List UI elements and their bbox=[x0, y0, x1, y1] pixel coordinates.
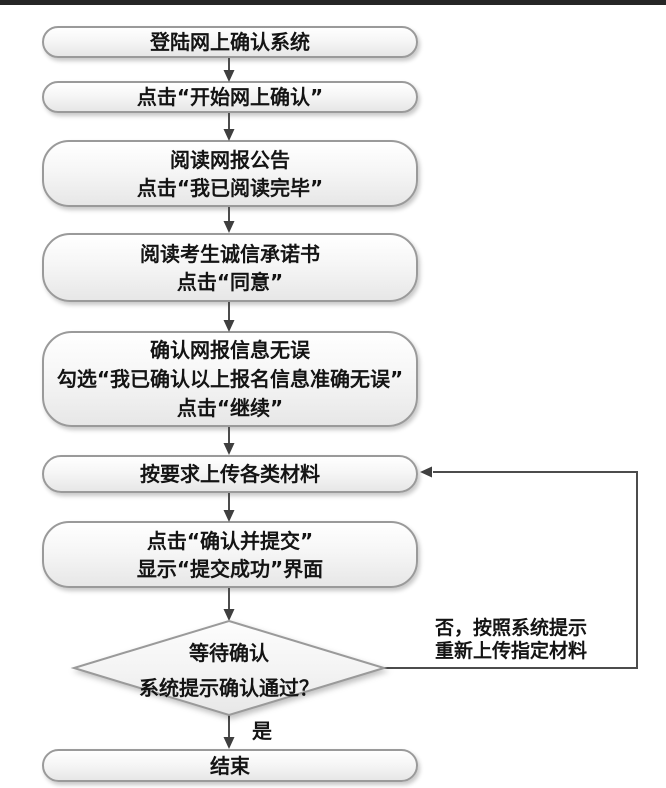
step-line: 显示“提交成功”界面 bbox=[136, 556, 324, 581]
step-line: 点击“开始网上确认” bbox=[136, 85, 324, 109]
arrowhead-down-icon bbox=[223, 221, 235, 233]
step-submit-node: 点击“确认并提交” 显示“提交成功”界面 bbox=[42, 521, 418, 588]
step-line: 阅读网报公告 bbox=[170, 147, 290, 172]
step-line: 确认网报信息无误 bbox=[150, 337, 310, 362]
end-label: 结束 bbox=[210, 753, 250, 778]
no-edge-label-line: 否，按照系统提示 bbox=[435, 617, 588, 639]
step-line: 勾选“我已确认以上报名信息准确无误” bbox=[56, 366, 404, 391]
step-start-confirm-node: 点击“开始网上确认” bbox=[42, 81, 418, 113]
step-line: 点击“我已阅读完毕” bbox=[136, 175, 324, 200]
step-line: 按要求上传各类材料 bbox=[140, 462, 320, 486]
step-upload-materials-node: 按要求上传各类材料 bbox=[42, 455, 418, 493]
decision-line: 系统提示确认通过？ bbox=[139, 676, 319, 700]
step-confirm-info-node: 确认网报信息无误 勾选“我已确认以上报名信息准确无误” 点击“继续” bbox=[42, 331, 418, 427]
step-login-node: 登陆网上确认系统 bbox=[42, 26, 418, 58]
arrowhead-down-icon bbox=[223, 737, 235, 749]
no-edge-label: 否，按照系统提示 重新上传指定材料 bbox=[435, 617, 587, 663]
step-read-notice-node: 阅读网报公告 点击“我已阅读完毕” bbox=[42, 140, 418, 207]
arrowhead-down-icon bbox=[223, 443, 235, 455]
step-integrity-pledge-node: 阅读考生诚信承诺书 点击“同意” bbox=[42, 233, 418, 302]
decision-line: 等待确认 bbox=[189, 641, 269, 665]
arrowhead-left-icon bbox=[420, 466, 432, 478]
step-line: 登陆网上确认系统 bbox=[150, 30, 310, 54]
step-line: 点击“确认并提交” bbox=[146, 528, 314, 553]
step-line: 阅读考生诚信承诺书 bbox=[140, 241, 320, 266]
step-line: 点击“同意” bbox=[176, 269, 284, 294]
yes-edge-label: 是 bbox=[252, 719, 272, 743]
end-node: 结束 bbox=[42, 749, 418, 782]
step-line: 点击“继续” bbox=[176, 395, 284, 420]
no-edge-label-line: 重新上传指定材料 bbox=[435, 640, 588, 662]
top-border-bar bbox=[0, 0, 666, 5]
arrowhead-down-icon bbox=[223, 609, 235, 621]
